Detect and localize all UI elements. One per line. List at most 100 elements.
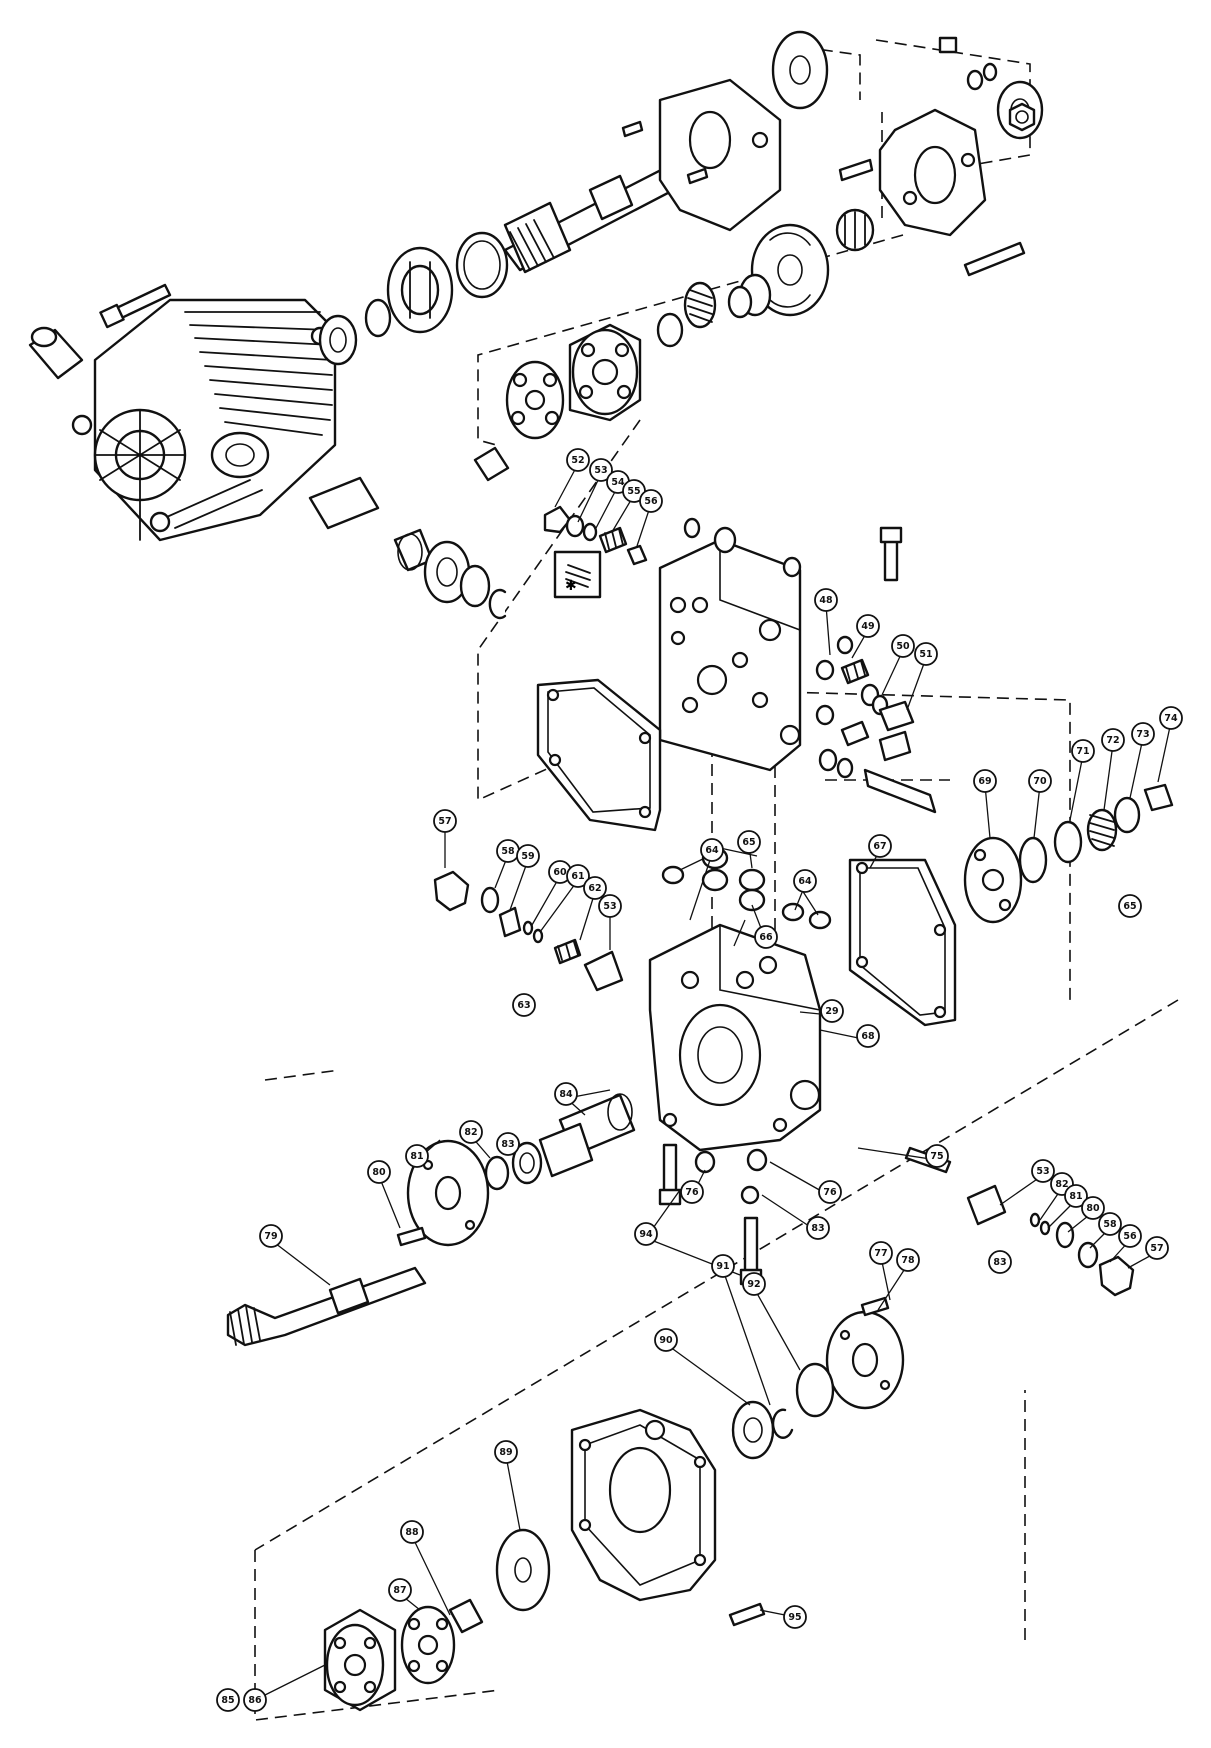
- callout-circle: [1071, 739, 1095, 763]
- callout-62: 62: [583, 876, 607, 900]
- callout-number: 89: [499, 1447, 512, 1458]
- callout-circle: [554, 1082, 578, 1106]
- thrust-plate-88: [495, 1528, 551, 1612]
- callout-60: 60: [548, 860, 572, 884]
- callout-number: 87: [393, 1585, 406, 1596]
- upper-bearing: [386, 246, 454, 334]
- callout-61: 61: [566, 864, 590, 888]
- callout-number: 75: [930, 1151, 943, 1162]
- callout-number: 57: [438, 816, 451, 827]
- o-ring-2: [727, 285, 753, 319]
- callout-circle: [400, 1520, 424, 1544]
- callout-number: 80: [372, 1167, 386, 1178]
- callout-circle: [973, 769, 997, 793]
- callout-number: 58: [501, 846, 515, 857]
- dowel-pin: [28, 326, 84, 380]
- callout-69: 69: [973, 769, 997, 793]
- screw-77: [860, 1296, 890, 1317]
- callout-number: 85: [221, 1695, 234, 1706]
- callout-circle: [1101, 728, 1125, 752]
- callout-number: 67: [873, 841, 886, 852]
- callout-circle: [367, 1160, 391, 1184]
- pins: [621, 120, 709, 185]
- inset-asterisk: ✱: [565, 578, 577, 594]
- callout-76: 76: [818, 1180, 842, 1204]
- callout-circle: [700, 838, 724, 862]
- callout-75: 75: [925, 1144, 949, 1168]
- callout-circle: [742, 1272, 766, 1296]
- callout-80: 80: [367, 1160, 391, 1184]
- callout-49: 49: [856, 614, 880, 638]
- cylinder-block: [568, 323, 642, 422]
- callout-circle: [1064, 1184, 1088, 1208]
- callout-80: 80: [1081, 1196, 1105, 1220]
- callout-number: 65: [1123, 901, 1136, 912]
- piston-plate-86: [400, 1605, 456, 1685]
- callout-number: 64: [705, 845, 719, 856]
- callout-circle: [259, 1224, 283, 1248]
- center-housing: [648, 923, 822, 1152]
- check-valve-parts-48-51: [815, 635, 915, 732]
- callout-circle: [639, 489, 663, 513]
- callout-circle: [680, 1180, 704, 1204]
- callout-circle: [1131, 722, 1155, 746]
- callout-78: 78: [896, 1248, 920, 1272]
- cover-78: [825, 1310, 905, 1410]
- callout-82: 82: [459, 1120, 483, 1144]
- callout-number: 58: [1103, 1219, 1117, 1230]
- callout-68: 68: [856, 1024, 880, 1048]
- callout-circle: [512, 993, 536, 1017]
- top-plug: [938, 36, 998, 91]
- callout-84: 84: [554, 1082, 578, 1106]
- callout-circle: [1031, 1159, 1055, 1183]
- thrust-washer: [771, 30, 829, 110]
- spring-assembly: [683, 281, 717, 329]
- callout-number: 50: [896, 641, 910, 652]
- callout-64: 64: [793, 869, 817, 893]
- callout-number: 53: [594, 465, 607, 476]
- callout-number: 83: [811, 1223, 824, 1234]
- snap-rings: [459, 564, 507, 620]
- callout-94: 94: [634, 1222, 658, 1246]
- callout-56: 56: [639, 489, 663, 513]
- end-cap: [878, 108, 987, 237]
- callout-74: 74: [1159, 706, 1183, 730]
- callout-number: 79: [264, 1231, 277, 1242]
- valve-block: [658, 538, 802, 772]
- callout-number: 92: [747, 1279, 760, 1290]
- callout-circle: [1118, 1224, 1142, 1248]
- callout-76: 76: [680, 1180, 704, 1204]
- callout-83: 83: [496, 1132, 520, 1156]
- callout-circle: [1118, 894, 1142, 918]
- callout-56: 56: [1118, 1224, 1142, 1248]
- callout-circle: [806, 1216, 830, 1240]
- callout-number: 56: [644, 496, 658, 507]
- callout-circle: [583, 876, 607, 900]
- callout-circle: [896, 1248, 920, 1272]
- callout-circle: [634, 1222, 658, 1246]
- callout-53: 53: [598, 894, 622, 918]
- callout-65: 65: [737, 830, 761, 854]
- callout-number: 63: [517, 1000, 530, 1011]
- screw-80: [396, 1226, 427, 1247]
- callout-number: 60: [553, 867, 567, 878]
- callout-number: 69: [978, 776, 991, 787]
- callout-81: 81: [1064, 1184, 1088, 1208]
- piston-pin: [473, 446, 510, 482]
- callout-70: 70: [1028, 769, 1052, 793]
- callout-circle: [566, 448, 590, 472]
- callout-72: 72: [1101, 728, 1125, 752]
- callout-number: 61: [571, 871, 584, 882]
- relief-valve-right: [966, 1184, 1135, 1297]
- shaft-seal: [318, 314, 358, 366]
- callout-79: 79: [259, 1224, 283, 1248]
- callout-number: 70: [1033, 776, 1047, 787]
- relief-valve-parts: [433, 870, 624, 992]
- callout-number: 54: [611, 477, 625, 488]
- callout-circle: [1145, 1236, 1169, 1260]
- spring-inset-box: ✱: [553, 550, 602, 599]
- callout-number: 94: [639, 1229, 653, 1240]
- callout-73: 73: [1131, 722, 1155, 746]
- callout-circle: [598, 894, 622, 918]
- callout-number: 73: [1136, 729, 1149, 740]
